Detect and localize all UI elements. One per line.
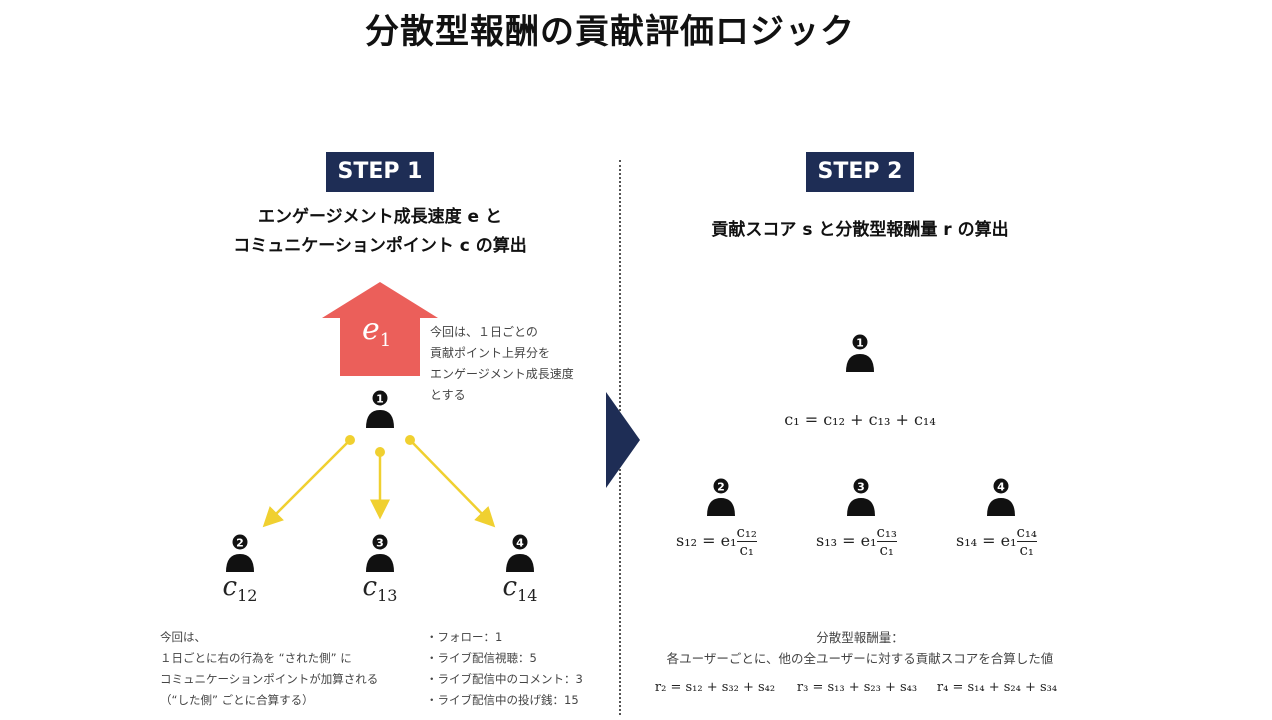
point-flow-arrows [262,435,496,528]
next-step-arrow-icon [606,392,640,488]
step1-note: 今回は、１日ごとの 貢献ポイント上昇分を エンゲージメント成長速度 とする [430,325,574,402]
user-4-icon: 4 [987,478,1015,516]
points-item: ・フォロー：1 [426,630,503,644]
step1-heading-line2: コミュニケーションポイント c の算出 [233,236,527,256]
user-2-icon: 2 [226,534,254,572]
points-item: ・ライブ配信中のコメント：3 [426,672,583,686]
user-2-icon: 2 [707,478,735,516]
user-1-icon: 1 [846,334,874,372]
page-title: 分散型報酬の貢献評価ロジック [365,12,855,52]
c12-label: c12 [222,572,258,606]
svg-text:2: 2 [236,537,244,550]
arrow-e-label: e1 [362,312,392,351]
step2-badge: STEP 2 [806,152,914,192]
c14-label: c14 [502,572,538,606]
svg-text:3: 3 [857,481,865,494]
step1-heading-line1: エンゲージメント成長速度 e と [257,207,503,227]
svg-text:1: 1 [376,393,384,406]
growth-arrow-icon [322,282,438,376]
c13-label: c13 [362,572,398,606]
user-4-icon: 4 [506,534,534,572]
c-sum-formula: c₁ = c₁₂ + c₁₃ + c₁₄ [784,410,936,429]
step2-heading: 貢献スコア s と分散型報酬量 r の算出 [711,220,1009,240]
r3-formula: r₃ = s₁₃ + s₂₃ + s₄₃ [796,680,918,695]
points-item: ・ライブ配信中の投げ銭：15 [426,693,579,707]
step1-badge: STEP 1 [326,152,434,192]
svg-text:2: 2 [717,481,725,494]
r2-formula: r₂ = s₁₂ + s₃₂ + s₄₂ [654,680,776,695]
user-3-icon: 3 [366,534,394,572]
reward-title: 分散型報酬量： [816,630,904,645]
svg-text:1: 1 [856,337,864,350]
points-list: ・フォロー：1 ・ライブ配信視聴：5 ・ライブ配信中のコメント：3 ・ライブ配信… [426,627,616,711]
r4-formula: r₄ = s₁₄ + s₂₄ + s₃₄ [936,680,1058,695]
points-item: ・ライブ配信視聴：5 [426,651,537,665]
step1-bottom-note: 今回は、 １日ごとに右の行為を “された側” に コミュニケーションポイントが加… [160,630,379,707]
svg-text:3: 3 [376,537,384,550]
reward-description: 各ユーザーごとに、他の全ユーザーに対する貢献スコアを合算した値 [666,651,1054,666]
user-1-icon: 1 [366,390,394,428]
svg-text:4: 4 [997,481,1005,494]
user-3-icon: 3 [847,478,875,516]
svg-text:4: 4 [516,537,524,550]
